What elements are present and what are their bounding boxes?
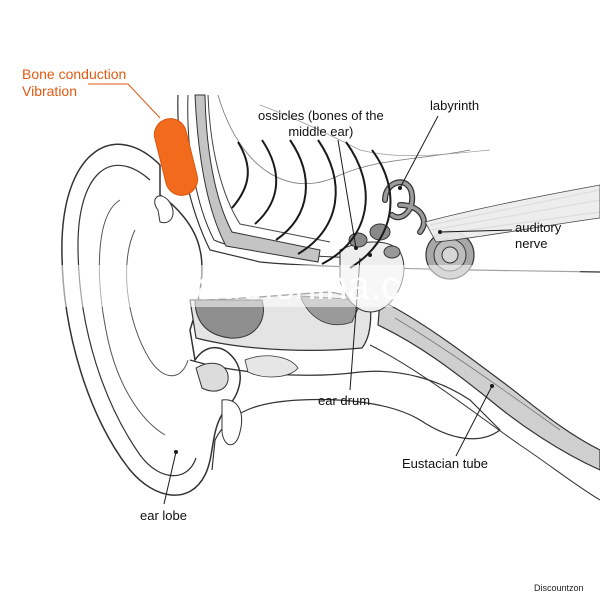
- wave-arc-6: [349, 149, 392, 269]
- label-bone-conduction-line2: Vibration: [22, 83, 78, 99]
- label-eustacian-tube: Eustacian tube: [402, 456, 489, 471]
- skin-lines-top: [217, 94, 471, 184]
- cochlea-inner: [441, 246, 459, 264]
- watermark-band: [60, 265, 580, 307]
- eustachian-tube: [377, 299, 600, 471]
- dot-auditory-nerve: [438, 230, 442, 234]
- bone-cavity-2: [244, 355, 299, 378]
- lower-tissue: [189, 359, 501, 471]
- leader-labyrinth: [399, 115, 439, 189]
- watermark-band-right: [512, 285, 572, 309]
- nerve-sheath: [424, 184, 600, 243]
- label-auditory-line2: nerve: [515, 236, 548, 251]
- skull-band: [194, 94, 321, 263]
- leader-eustacian-tube: [455, 385, 493, 457]
- label-auditory-line1: auditory: [515, 220, 562, 235]
- label-bone-conduction-line1: Bone conduction: [22, 66, 127, 82]
- skin-lines-top-2: [259, 104, 491, 157]
- helix-rim: [77, 164, 197, 477]
- skull-bone-layer: [207, 94, 331, 243]
- bone-conduction-vibrator: [153, 118, 199, 196]
- dot-ossicles: [354, 246, 358, 250]
- ossicle-stapes: [383, 245, 401, 259]
- vibration-waves: [231, 139, 392, 269]
- bone-cavity-1: [195, 362, 229, 392]
- label-labyrinth: labyrinth: [430, 98, 480, 113]
- leader-ossicles: [337, 139, 357, 249]
- antihelix: [98, 199, 166, 436]
- label-bone-conduction: Bone conduction Vibration: [22, 66, 126, 100]
- wave-arc-2: [254, 139, 278, 225]
- concha: [126, 229, 189, 377]
- wave-arc-5: [321, 141, 367, 265]
- label-ear-lobe: ear lobe: [140, 508, 187, 523]
- tragus: [154, 195, 174, 224]
- dot-eustacian-tube: [490, 384, 494, 388]
- label-ossicles-line2: middle ear): [288, 124, 354, 139]
- leader-bone-conduction: [88, 83, 161, 119]
- leader-ear-lobe: [163, 451, 177, 505]
- canal-shadow: [194, 299, 264, 339]
- watermark-text: trade.china.cn: [172, 264, 424, 308]
- credit-text: Discountzon: [534, 583, 584, 593]
- label-ossicles-line1: ossicles (bones of the: [258, 108, 384, 123]
- dot-ear-lobe: [174, 450, 178, 454]
- tube-lower-wall: [369, 344, 600, 501]
- label-auditory-nerve: auditory nerve: [515, 220, 561, 252]
- label-ossicles: ossicles (bones of the middle ear): [258, 108, 384, 140]
- wave-arc-3: [275, 139, 307, 241]
- wave-arc-4: [297, 139, 337, 255]
- tube-inner-lines: [394, 317, 561, 431]
- wave-arc-1: [231, 141, 249, 209]
- mastoid-lump: [221, 399, 243, 446]
- label-ear-drum: ear drum: [318, 393, 371, 408]
- leader-auditory-nerve: [439, 229, 513, 233]
- dot-ear-drum: [368, 253, 372, 257]
- dot-labyrinth: [398, 186, 402, 190]
